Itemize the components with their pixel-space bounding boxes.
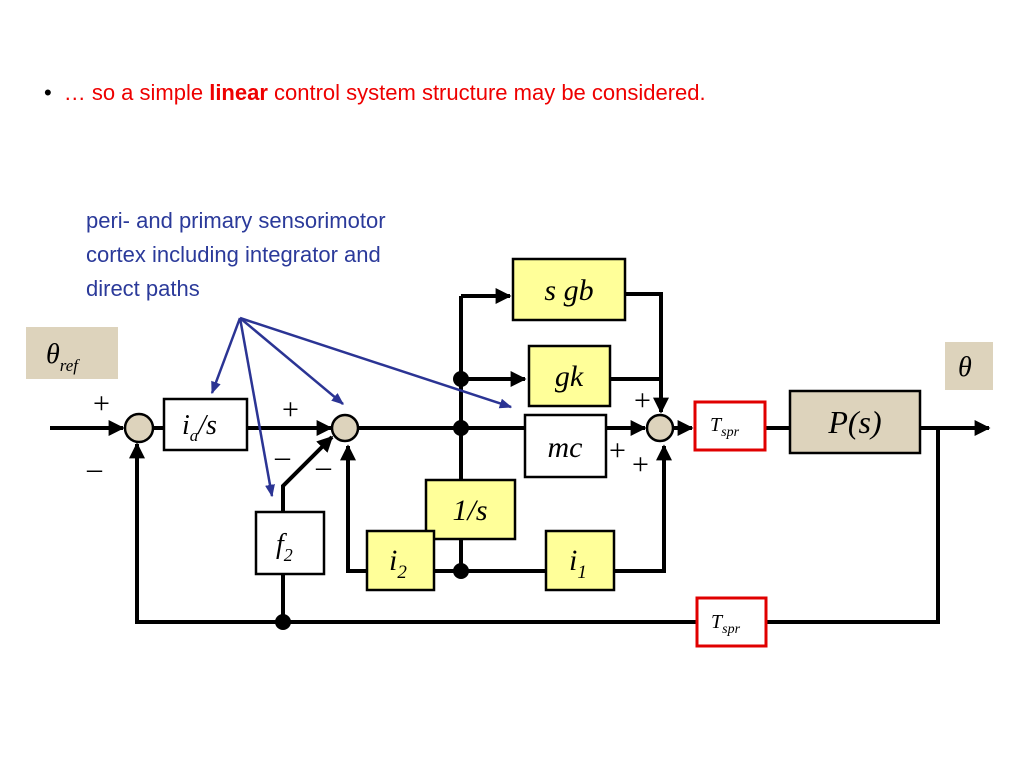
cortex-annotation: peri- and primary sensorimotor cortex in… [86, 204, 506, 306]
junction-main [453, 420, 469, 436]
svg-text:Tspr: Tspr [710, 414, 740, 440]
i2-to-sum2-wire [340, 444, 367, 573]
bullet-text-bold: linear [209, 80, 268, 105]
annotation-line-3: direct paths [86, 276, 200, 301]
junction-gk [453, 371, 469, 387]
t-spr-feedback-block: Tspr [695, 596, 768, 648]
i1-block: i1 [544, 529, 616, 592]
theta-output-label: θ [945, 342, 993, 390]
sum3-plus-bottom-sign: + [632, 448, 649, 481]
theta-ref-label: θref [26, 327, 118, 379]
feedback-left-wire [129, 442, 697, 624]
sum2-plus-sign: + [282, 393, 299, 426]
svg-text:s gb: s gb [544, 274, 593, 307]
bullet-symbol: • [44, 80, 52, 105]
svg-text:1/s: 1/s [452, 494, 487, 527]
feedback-right-wire [766, 428, 940, 624]
svg-text:Tspr: Tspr [711, 611, 741, 637]
theta-output-text: θ [958, 352, 972, 383]
summing-junction-2 [330, 413, 360, 443]
bullet-text-after: control system structure may be consider… [267, 80, 706, 105]
sum3-plus-top-sign: + [634, 384, 651, 417]
ia-over-s-block: ia/s [162, 397, 249, 452]
sgb-to-sum3-wire [625, 292, 669, 414]
pointer-to-ia [210, 317, 242, 395]
junction-feedback [275, 614, 291, 630]
bullet-point: • … so a simple linear control system str… [44, 80, 706, 106]
mc-block: mc [523, 413, 608, 479]
junction-dots [275, 371, 469, 630]
sum2-minus-sign-a: – [274, 440, 291, 473]
i1-to-sum3-wire [614, 444, 672, 573]
gk-block: gk [527, 344, 612, 408]
svg-text:gk: gk [555, 360, 584, 393]
summing-junction-1 [123, 412, 155, 444]
i2-block: i2 [365, 529, 436, 592]
theta-output-background [945, 342, 993, 390]
s-gb-block: s gb [511, 257, 627, 322]
summing-junction-3 [645, 413, 675, 443]
annotation-pointers [210, 316, 513, 498]
theta-ref-background [26, 327, 118, 379]
plant-p-of-s-block: P(s) [788, 389, 922, 455]
svg-text:ia/s: ia/s [182, 410, 217, 445]
junction-integrator [453, 563, 469, 579]
theta-ref-text: θref [46, 339, 80, 375]
svg-text:P(s): P(s) [827, 404, 881, 440]
sum1-plus-sign: + [93, 387, 110, 420]
svg-text:i1: i1 [569, 544, 587, 583]
bullet-text-before: … so a simple [63, 80, 210, 105]
pointer-to-mc [239, 316, 513, 409]
svg-text:f2: f2 [276, 529, 293, 565]
sum1-minus-sign: – [86, 452, 103, 485]
pointer-to-sum2 [239, 317, 344, 405]
annotation-line-1: peri- and primary sensorimotor [86, 208, 386, 233]
sum2-minus-sign-b: – [315, 450, 332, 483]
signal-wires [50, 288, 991, 624]
svg-text:mc: mc [548, 431, 583, 464]
pointer-to-f2 [238, 317, 275, 498]
f2-to-sum2-wire [281, 435, 334, 512]
t-spr-forward-block: Tspr [693, 400, 767, 452]
sum3-plus-mid-sign: + [609, 434, 626, 467]
annotation-line-2: cortex including integrator and [86, 242, 381, 267]
f2-block: f2 [254, 510, 326, 576]
svg-text:i2: i2 [389, 544, 407, 583]
integrator-1-over-s-block: 1/s [424, 478, 517, 541]
